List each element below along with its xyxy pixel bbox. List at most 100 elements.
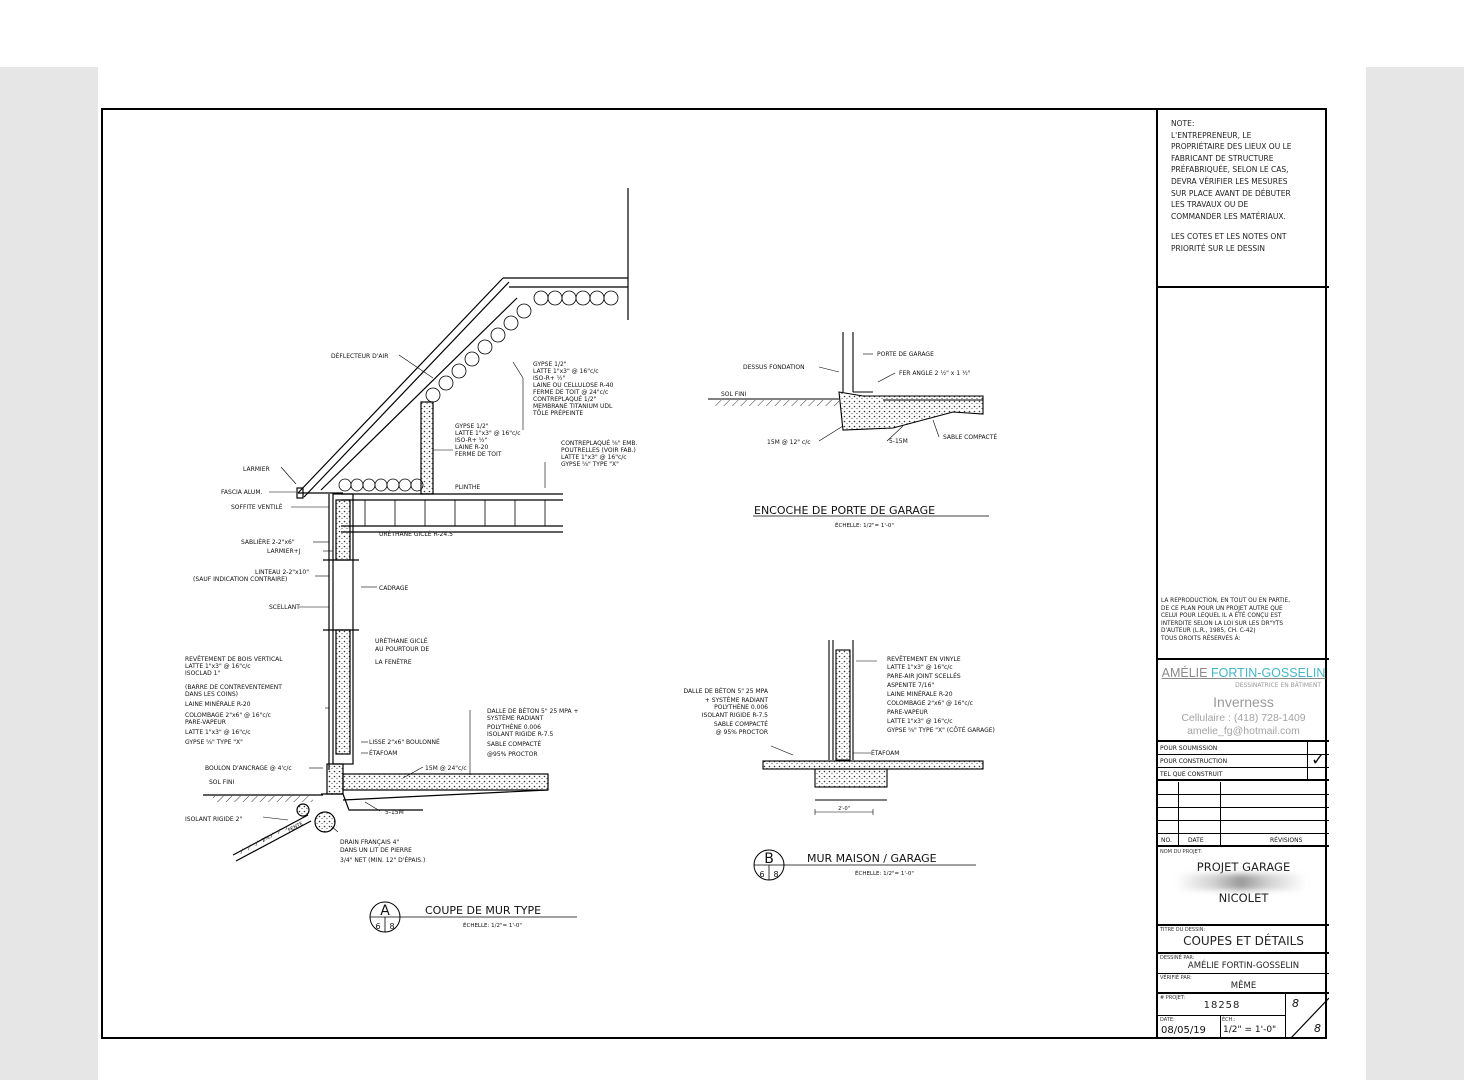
label-etafoam-b: ÉTAFOAM: [871, 749, 899, 757]
status-soumission: POUR SOUMISSION: [1158, 742, 1329, 755]
label-contre-roof: CONTREPLAQUÉ 1/2": [533, 395, 597, 403]
callout-a-sheet-num: 8: [389, 922, 394, 931]
label-r-8: LATTE 1"x3" @ 16"c/c: [887, 718, 953, 725]
label-r-1: REVÊTEMENT EN VINYLE: [887, 655, 961, 663]
project-name: PROJET GARAGE: [1196, 860, 1291, 874]
title-block: NOTE: L'ENTREPRENEUR, LE PROPRIÉTAIRE DE…: [1156, 110, 1329, 1039]
drawing-sheet: DÉFLECTEUR D'AIR GYPSE 1/2" LATTE 1"x3" …: [101, 108, 1329, 1039]
label-r-7: PARE-VAPEUR: [887, 709, 928, 716]
project-number: 18258: [1203, 1000, 1241, 1011]
label-wall-3: ISOCLAD 1": [185, 670, 220, 677]
label-drain-3: 3/4" NET (MIN. 12" D'ÉPAIS.): [340, 856, 425, 864]
drawing-title-panel: TITRE DU DESSIN: COUPES ET DÉTAILS: [1158, 926, 1329, 954]
callout-b-letter: B: [764, 851, 774, 867]
sheet-number-panel: 8 8: [1286, 994, 1329, 1039]
label-latte-roof: LATTE 1"x3" @ 16"c/c: [533, 368, 599, 375]
status-construction: POUR CONSTRUCTION ✓: [1158, 751, 1329, 769]
label-urethane-win-1: URÉTHANE GICLÉ: [375, 637, 428, 645]
label-dalle-b-3: POLYTHÈNE 0.006: [714, 703, 768, 711]
label-latte-kw: LATTE 1"x3" @ 16"c/c: [455, 430, 521, 437]
label-rebar-15m: 15M @ 24"c/c: [425, 765, 467, 772]
label-dalle-a-1: DALLE DE BÉTON 5" 25 MPA +: [487, 707, 579, 715]
revision-header: NO. DATE RÉVISIONS: [1158, 834, 1329, 847]
callout-b-sheet-ref: 6: [759, 870, 764, 879]
revision-row: [1158, 821, 1329, 834]
section-a-scale: ÉCHELLE: 1/2"= 1'-0": [463, 921, 522, 929]
label-sol-door: SOL FINI: [721, 391, 746, 398]
designer-panel: AMÉLIE FORTIN-GOSSELIN DESSINATRICE EN B…: [1158, 660, 1329, 742]
scale-panel: ÉCH.: 1/2" = 1'-0": [1220, 1016, 1286, 1039]
label-iso-kw: ISO-R+ ½": [455, 437, 488, 444]
section-a-title: COUPE DE MUR TYPE: [425, 904, 541, 917]
designer-title: DESSINATRICE EN BÂTIMENT: [1235, 682, 1321, 689]
label-drain-1: DRAIN FRANÇAIS 4": [340, 839, 399, 846]
label-membrane-roof: MEMBRANE TITANIUM UDL: [533, 403, 613, 410]
section-a-labels: DÉFLECTEUR D'AIR GYPSE 1/2" LATTE 1"x3" …: [185, 352, 638, 864]
label-gypse-roof: GYPSE 1/2": [533, 361, 567, 368]
detail-door-labels: DESSUS FONDATION PORTE DE GARAGE FER ANG…: [721, 351, 997, 446]
label-porte: PORTE DE GARAGE: [877, 351, 934, 358]
label-dalle-b-5: SABLE COMPACTÉ: [714, 720, 768, 728]
email: amelie_fg@hotmail.com: [1187, 725, 1300, 737]
label-boulon: BOULON D'ANCRAGE @ 4'c/c: [205, 765, 292, 772]
drawing-title: COUPES ET DÉTAILS: [1183, 934, 1304, 948]
label-fer: FER ANGLE 2 ½" x 1 ½": [899, 370, 971, 377]
label-dim-b: 2'-0": [838, 806, 850, 812]
section-b-drawing: [762, 640, 984, 815]
sheet-number: 8: [1292, 997, 1299, 1010]
label-r-3: PARE-AIR JOINT SCELLÉS: [887, 672, 961, 680]
label-plinthe: PLINTHE: [455, 484, 480, 491]
status-construit: TEL QUE CONSTRUIT: [1158, 768, 1329, 781]
label-dalle-a-3: POLYTHÈNE 0.006: [487, 723, 541, 731]
label-laine-roof: LAINE OU CELLULOSE R-40: [533, 382, 614, 389]
label-ferme-kw: FERME DE TOIT: [455, 451, 502, 458]
label-lisse: LISSE 2"x6" BOULONNÉ: [369, 738, 440, 746]
label-gypse-kw: GYPSE 1/2": [455, 423, 489, 430]
label-wall-9: LATTE 1"x3" @ 16"c/c: [185, 729, 251, 736]
detail-door-scale: ÉCHELLE: 1/2"= 1'-0": [835, 521, 894, 529]
sheet-total: 8: [1314, 1022, 1321, 1035]
label-tole-roof: TÔLE PRÉPEINTE: [532, 409, 583, 417]
label-larmier-j: LARMIER+J: [267, 548, 301, 555]
label-larmier: LARMIER: [243, 466, 270, 473]
label-rebar-door: 15M @ 12" c/c: [767, 439, 811, 446]
label-dalle-b-2: + SYSTÈME RADIANT: [705, 696, 769, 704]
drawn-by-panel: DESSINÉ PAR: AMÉLIE FORTIN-GOSSELIN: [1158, 954, 1329, 974]
note-text: NOTE: L'ENTREPRENEUR, LE PROPRIÉTAIRE DE…: [1171, 119, 1292, 253]
section-b-labels: DALLE DE BÉTON 5" 25 MPA + SYSTÈME RADIA…: [683, 655, 994, 812]
label-sol-fini-a: SOL FINI: [209, 779, 234, 786]
left-gutter: [0, 67, 98, 1080]
label-dalle-b-4: ISOLANT RIGIDE R-7.5: [702, 712, 768, 719]
detail-door-drawing: [708, 332, 984, 442]
label-dalle-b-1: DALLE DE BÉTON 5" 25 MPA: [683, 687, 768, 695]
label-contre-floor: CONTREPLAQUÉ ⅝" EMB.: [561, 439, 638, 447]
label-r-4: ASPENITE 7/16": [887, 682, 934, 689]
checked-by: MÊME: [1230, 981, 1257, 991]
label-linteau-note: (SAUF INDICATION CONTRAIRE): [193, 576, 287, 583]
project-panel: NOM DU PROJET: PROJET GARAGE NICOLET: [1158, 848, 1329, 926]
section-b-title: MUR MAISON / GARAGE: [807, 852, 937, 865]
label-dalle-a-4: ISOLANT RIGIDE R-7.5: [487, 731, 553, 738]
label-wall-8: PARE-VAPEUR: [185, 719, 226, 726]
revision-row: [1158, 795, 1329, 808]
label-dessus: DESSUS FONDATION: [743, 364, 805, 371]
callout-b-sheet-num: 8: [773, 870, 778, 879]
firm-name: Inverness: [1213, 694, 1274, 710]
label-drain-2: DANS UN LIT DE PIERRE: [340, 847, 412, 854]
label-iso-rigide: ISOLANT RIGIDE 2": [185, 816, 242, 823]
label-etafoam-a: ÉTAFOAM: [369, 749, 397, 757]
label-iso-roof: ISO-R+ ½": [533, 375, 566, 382]
label-urethane-win-2: AU POURTOUR DE: [375, 646, 429, 653]
label-wall-1: REVÊTEMENT DE BOIS VERTICAL: [185, 655, 283, 663]
project-number-panel: # PROJET: 18258: [1158, 994, 1286, 1016]
project-location: NICOLET: [1218, 891, 1269, 905]
label-dalle-b-6: @ 95% PROCTOR: [716, 729, 768, 736]
drawing-area: DÉFLECTEUR D'AIR GYPSE 1/2" LATTE 1"x3" …: [185, 188, 997, 933]
checked-by-panel: VÉRIFIÉ PAR: MÊME: [1158, 974, 1329, 994]
label-rebar-5-15m: 5-15M: [385, 809, 404, 816]
label-linteau: LINTEAU 2-2"x10": [255, 569, 309, 576]
label-wall-5: DANS LES COINS): [185, 691, 238, 698]
check-icon: ✓: [1311, 750, 1326, 770]
label-wall-7: COLOMBAGE 2"x6" @ 16"c/c: [185, 712, 271, 719]
section-b-scale: ÉCHELLE: 1/2"= 1'-0": [855, 869, 914, 877]
